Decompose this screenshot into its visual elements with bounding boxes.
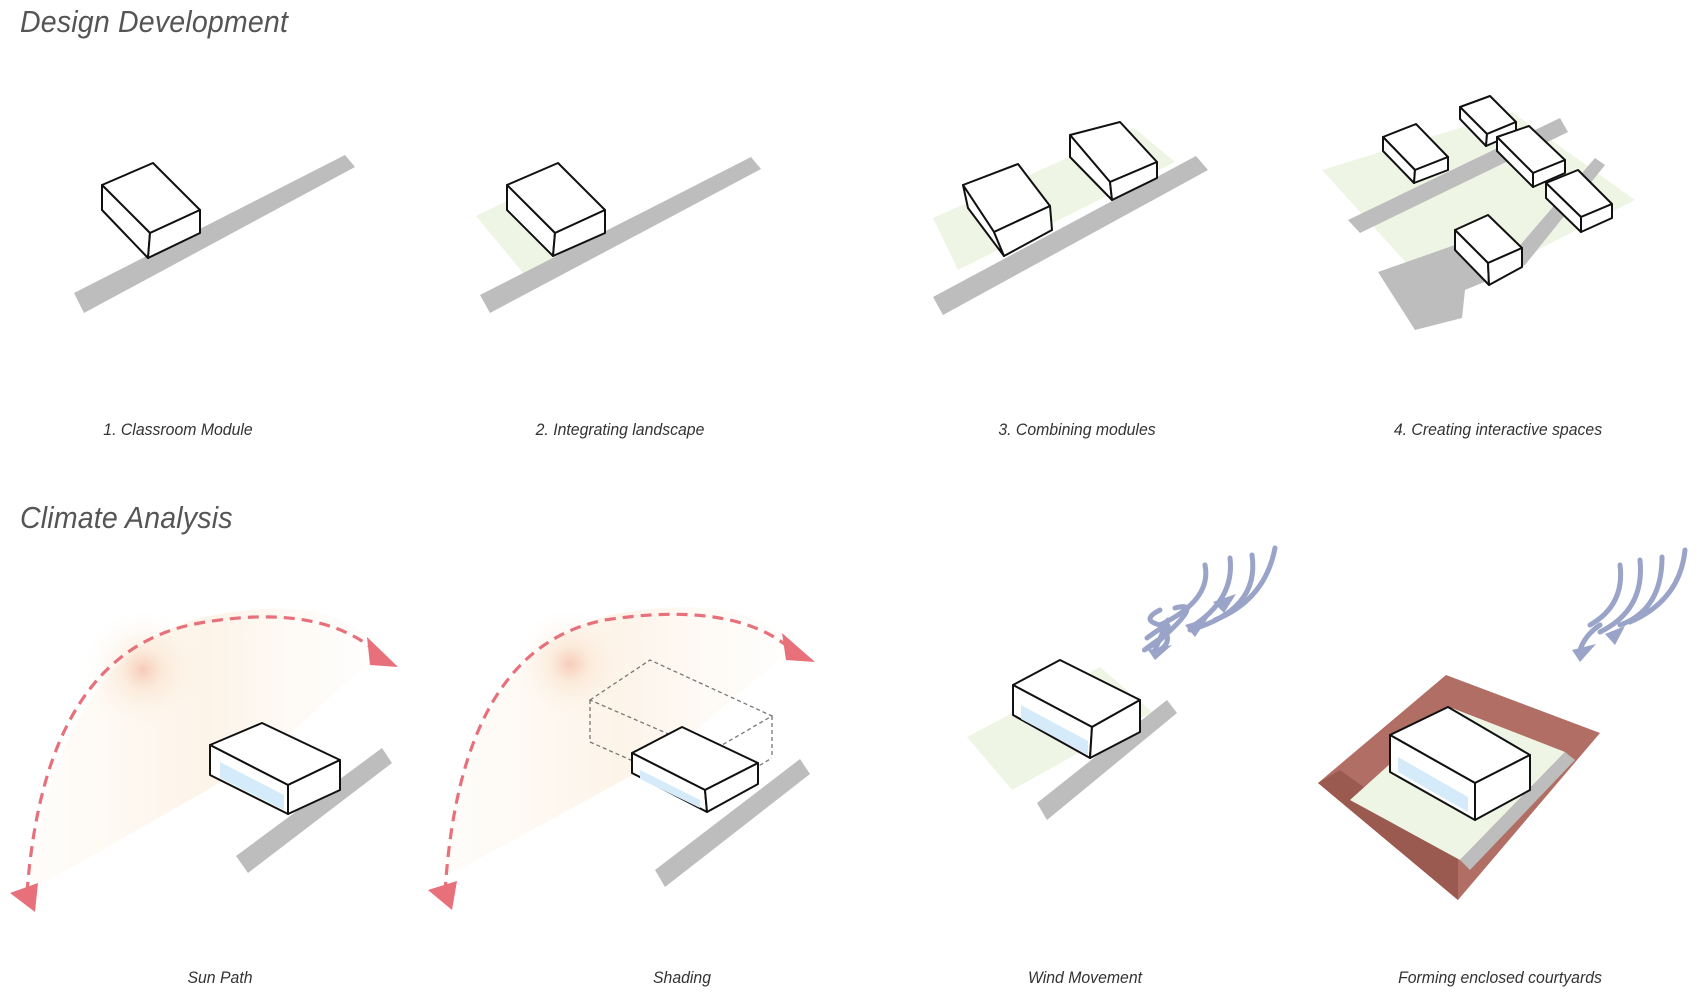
road: [1037, 700, 1177, 820]
module-e: [1454, 214, 1523, 286]
wind-arrows: [1572, 547, 1688, 662]
climate-analysis-title: Climate Analysis: [20, 500, 233, 535]
caption-forming-enclosed-courtyards: Forming enclosed courtyards: [1398, 968, 1602, 987]
road: [480, 157, 761, 313]
caption-shading: Shading: [652, 968, 712, 987]
road: [655, 759, 810, 887]
arrow-head-start: [428, 881, 457, 910]
module-c: [1496, 125, 1566, 188]
module-b: [1459, 95, 1517, 147]
design-development-title: Design Development: [20, 4, 289, 39]
module-d: [1545, 169, 1613, 233]
road: [74, 155, 355, 313]
sun-glow: [83, 610, 203, 730]
caption-classroom-module: 1. Classroom Module: [103, 420, 253, 439]
wind-arrows: [1142, 545, 1278, 660]
diagram-integrating-landscape: [476, 157, 761, 313]
classroom-block: [506, 162, 606, 257]
sun-path-fan: [28, 608, 383, 892]
road-branch: [1378, 158, 1605, 330]
arrow-head-start: [10, 883, 38, 912]
diagram-shading: [428, 607, 815, 910]
sun-path-arc: [443, 612, 794, 894]
classroom-block: [101, 162, 201, 259]
caption-integrating-landscape: 2. Integrating landscape: [535, 420, 705, 439]
caption-creating-interactive-spaces: 4. Creating interactive spaces: [1393, 420, 1603, 439]
classroom-block-1: [962, 163, 1053, 257]
module-a: [1382, 123, 1449, 184]
road: [933, 156, 1208, 315]
window: [640, 770, 700, 808]
road: [236, 748, 392, 873]
arrow-head-end: [367, 637, 398, 667]
courtyard-path: [1460, 752, 1575, 870]
diagram-sun-path: [10, 608, 398, 912]
sun-glow: [515, 609, 625, 719]
diagram-forming-enclosed-courtyards: [1318, 547, 1688, 900]
classroom-block-2: [1069, 121, 1158, 201]
caption-sun-path: Sun Path: [187, 968, 253, 987]
sun-path-arc: [25, 615, 380, 894]
diagram-classroom-module: [74, 155, 355, 313]
caption-wind-movement: Wind Movement: [1027, 968, 1143, 987]
courtyard-wall-side: [1318, 770, 1458, 900]
window: [1398, 757, 1468, 812]
diagram-creating-interactive-spaces: [1322, 95, 1635, 330]
window: [220, 762, 284, 810]
diagram-combining-modules: [933, 121, 1208, 315]
caption-combining-modules: 3. Combining modules: [998, 420, 1156, 439]
arrow-head-end: [782, 633, 815, 662]
window: [1021, 705, 1088, 755]
diagram-wind-movement: [967, 545, 1278, 820]
